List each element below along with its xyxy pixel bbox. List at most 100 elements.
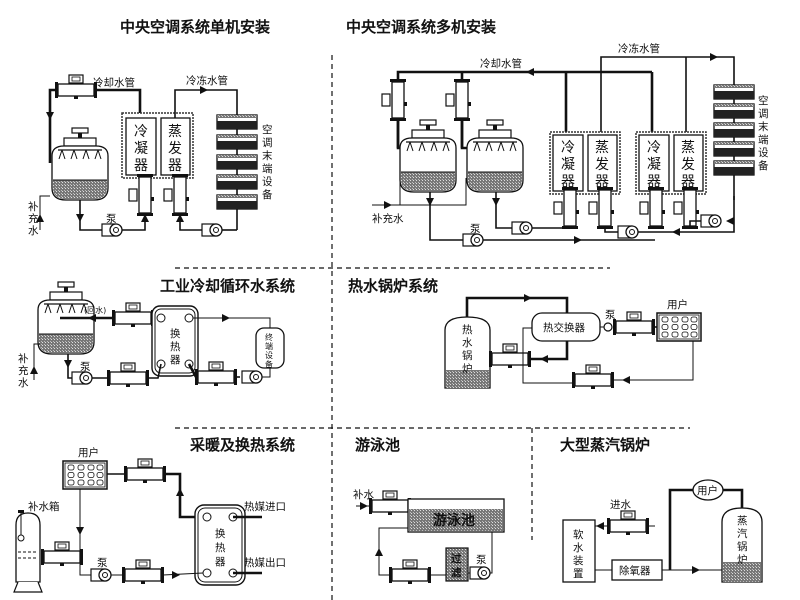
terminal-label: 终 端 设 备 xyxy=(265,332,273,369)
flow-arrow xyxy=(200,86,208,94)
user-label: 用户 xyxy=(667,298,688,311)
panel-title: 热水锅炉系统 xyxy=(348,277,438,295)
makeup-char: 补 xyxy=(28,200,39,213)
flow-arrow xyxy=(64,360,72,368)
deaerator-label: 除氧器 xyxy=(619,564,651,577)
panel-single-ac: 中央空调系统单机安装 冷却水管 补 充 水 泵 冷 凝 器 蒸 发 器 冷冻水管 xyxy=(28,18,273,237)
panel-title: 大型蒸汽锅炉 xyxy=(560,436,650,454)
pump-label: 泵 xyxy=(106,213,117,225)
pump-icon xyxy=(241,370,263,384)
pump-icon xyxy=(511,221,533,235)
heat-exchanger-inner xyxy=(154,308,196,374)
svg-text:备: 备 xyxy=(265,359,273,369)
svg-text:空: 空 xyxy=(758,94,769,107)
pump-icon xyxy=(90,568,112,582)
flow-meter xyxy=(54,74,98,100)
water-softener xyxy=(562,519,596,583)
return-pipe xyxy=(604,226,622,233)
flow-arrow xyxy=(172,571,180,579)
outlet-label: 热媒出口 xyxy=(244,556,286,569)
flow-arrow xyxy=(622,376,630,384)
makeup-arrow xyxy=(384,201,392,209)
makeup-arrow xyxy=(36,214,44,222)
condenser-char: 器 xyxy=(647,174,661,190)
ac-terminal-coil xyxy=(713,84,755,100)
evaporator xyxy=(587,134,618,192)
pipe xyxy=(187,363,198,378)
port xyxy=(184,313,194,323)
flow-arrow xyxy=(76,527,84,535)
heat-exchanger xyxy=(151,305,199,377)
makeup-line xyxy=(33,343,40,380)
flow-arrow xyxy=(360,502,368,510)
boiler-water xyxy=(723,562,761,582)
svg-text:备: 备 xyxy=(758,159,769,172)
return-pipe xyxy=(523,341,569,361)
condenser-char: 器 xyxy=(134,158,148,174)
svg-text:设: 设 xyxy=(758,147,769,159)
flow-arrow xyxy=(596,522,604,530)
svg-text:端: 端 xyxy=(758,133,769,146)
pump-pipe xyxy=(490,532,493,574)
condenser-char: 冷 xyxy=(647,140,661,156)
makeup-label: 补水 xyxy=(353,488,374,501)
condenser-char: 凝 xyxy=(561,157,575,173)
flow-meter xyxy=(571,364,615,390)
flow-meter xyxy=(163,173,190,217)
heat-exchanger xyxy=(194,504,246,586)
svg-text:端: 端 xyxy=(262,162,273,175)
ac-terminal-coil xyxy=(216,114,258,130)
pump-icon xyxy=(201,223,223,237)
pump-pipe xyxy=(79,200,108,231)
svg-text:末: 末 xyxy=(262,149,273,162)
pump-label: 泵 xyxy=(605,309,616,321)
pool-water xyxy=(409,509,503,531)
pump-label: 泵 xyxy=(476,554,487,566)
flow-meter xyxy=(194,361,238,387)
panel-hot-water-boiler: 热水锅炉系统 热 水 锅 炉 热交换器 泵 用户 xyxy=(348,277,702,390)
softener-char: 水 xyxy=(573,542,584,554)
return-pipe xyxy=(179,215,202,231)
panel-heating-exchange: 采暖及换热系统 用户 换 热 器 热媒进口 热媒出口 泵 补水箱 xyxy=(13,436,295,593)
makeup-char: 充 xyxy=(18,364,29,377)
pool-label: 游泳池 xyxy=(433,512,475,529)
pipe xyxy=(162,572,204,576)
supply-pipe xyxy=(465,296,569,317)
user-label: 用户 xyxy=(78,446,99,459)
condenser-char: 冷 xyxy=(134,124,148,140)
condenser xyxy=(552,134,584,192)
flow-arrow xyxy=(672,228,680,236)
evaporator-char: 发 xyxy=(168,141,182,157)
exchanger-char: 换 xyxy=(170,327,181,340)
condenser xyxy=(638,134,670,192)
svg-text:备: 备 xyxy=(262,188,273,201)
supply-pipe xyxy=(193,317,271,328)
float-ball xyxy=(17,534,25,542)
user-building xyxy=(656,312,702,342)
exchanger-char: 换 xyxy=(215,527,226,540)
flow-meter xyxy=(388,559,432,585)
flow-arrow xyxy=(574,236,582,244)
exchanger-char: 热 xyxy=(215,541,226,554)
flow-arrow xyxy=(426,198,434,206)
steam-return-pipe xyxy=(668,488,693,570)
terminal-label: 空 调 末 端 设 备 xyxy=(758,94,769,172)
flow-arrow xyxy=(526,68,534,76)
ac-terminal-coil xyxy=(216,174,258,190)
pump-icon xyxy=(617,225,639,239)
flow-meter xyxy=(123,458,167,484)
boiler-char: 炉 xyxy=(462,363,473,375)
panel-dividers xyxy=(175,55,690,600)
makeup-line xyxy=(399,178,467,206)
panel-industrial-cooling: 工业冷却循环水系统 (回水) 换 热 器 终 端 设 备 泵 xyxy=(18,277,295,389)
makeup-line xyxy=(39,195,50,230)
return-pipe xyxy=(79,489,95,576)
ac-terminal-coil xyxy=(216,194,258,210)
terminal-label: 空 调 末 端 设 备 xyxy=(262,123,273,201)
pump-icon xyxy=(101,223,123,237)
return-pipe xyxy=(638,196,735,233)
condenser-char: 凝 xyxy=(647,157,661,173)
ac-terminal-coil xyxy=(713,160,755,176)
return-water-label: (回水) xyxy=(84,305,106,315)
panel-swimming-pool: 游泳池 补水 游泳池 过 滤 泵 xyxy=(353,436,505,585)
